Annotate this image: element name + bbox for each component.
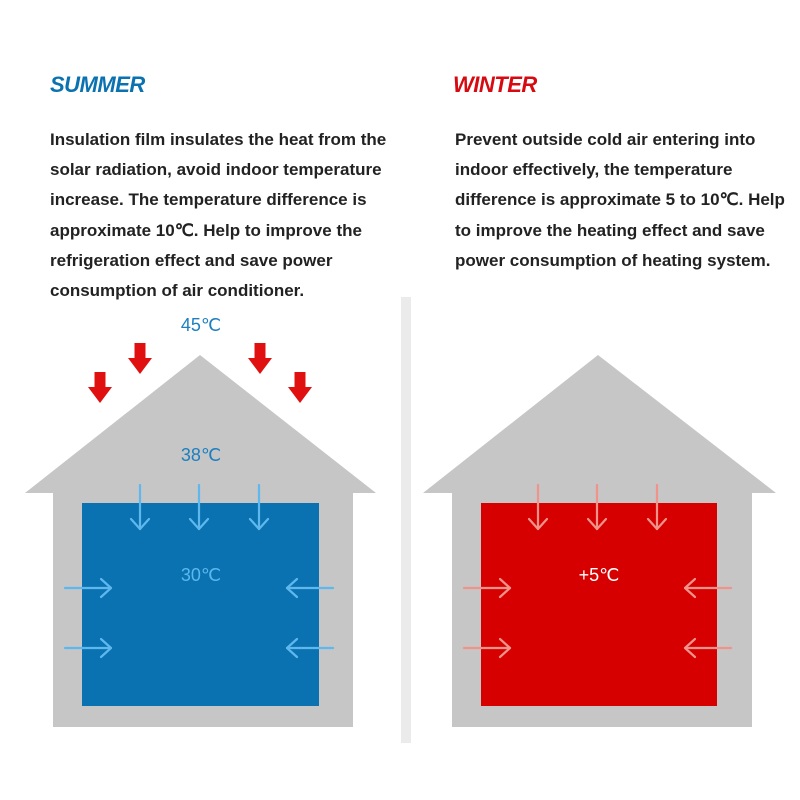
winter-house-roof [423,355,776,493]
arrow-right-icon [462,577,512,599]
arrow-left-icon [285,637,335,659]
arrow-right-icon [462,637,512,659]
sun-arrow-icon [88,372,112,403]
sun-arrow-icon [248,343,272,374]
arrow-right-icon [63,577,113,599]
summer-description: Insulation film insulates the heat from … [50,130,387,301]
winter-inside-temp: +5℃ [579,565,620,585]
winter-description: Prevent outside cold air entering into i… [455,130,785,270]
winter-house [423,355,776,727]
arrow-down-icon [248,483,270,531]
arrow-down-icon [646,483,668,531]
arrow-down-icon [527,483,549,531]
arrow-down-icon [129,483,151,531]
winter-heat-arrows [462,483,733,659]
summer-heat-arrows [63,483,335,659]
winter-title: WINTER [453,72,537,97]
sun-arrow-icon [288,372,312,403]
arrow-left-icon [285,577,335,599]
house-diagrams: 45℃ 38℃ 30℃ +5℃ [25,315,776,727]
summer-attic-temp: 38℃ [181,445,221,465]
arrow-down-icon [188,483,210,531]
summer-house [25,355,376,727]
arrow-down-icon [586,483,608,531]
summer-title: SUMMER [50,72,145,97]
summer-outside-temp: 45℃ [181,315,221,335]
sun-arrow-icon [128,343,152,374]
arrow-left-icon [683,637,733,659]
winter-room [481,503,717,706]
arrow-right-icon [63,637,113,659]
summer-inside-temp: 30℃ [181,565,221,585]
panel-divider [401,297,411,743]
summer-room [82,503,319,706]
arrow-left-icon [683,577,733,599]
summer-house-roof [25,355,376,493]
